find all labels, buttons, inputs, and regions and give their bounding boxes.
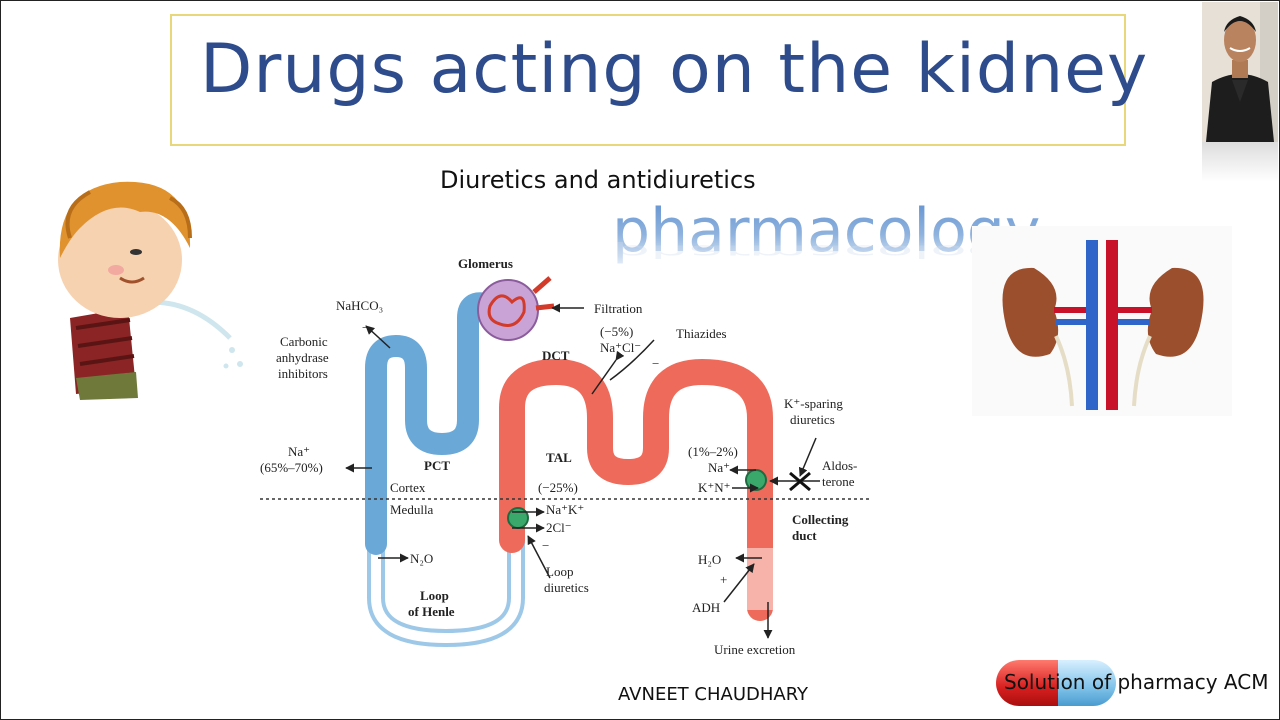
label-k-sparing-2: diuretics — [790, 412, 835, 427]
capsule-blue-half — [1058, 660, 1116, 706]
label-loop-diuretics-2: diuretics — [544, 580, 589, 595]
label-dct-ions: Na⁺Cl⁻ — [600, 340, 641, 355]
label-pct: PCT — [424, 458, 450, 473]
label-loop-diuretics-1: Loop — [546, 564, 573, 579]
label-tal-minus: − — [542, 538, 549, 553]
label-tal-percent: (−25%) — [538, 480, 578, 495]
label-carbonic-1: Carbonic — [280, 334, 328, 349]
subject-wordart: pharmacology — [612, 196, 1041, 266]
tal-transporter — [507, 507, 529, 529]
label-dct-percent: (−5%) — [600, 324, 633, 339]
label-cortex: Cortex — [390, 480, 426, 495]
capsule-logo — [996, 660, 1116, 706]
glomerulus — [477, 279, 539, 341]
author-name: AVNEET CHAUDHARY — [618, 684, 809, 705]
label-aldosterone-1: Aldos- — [822, 458, 857, 473]
label-collecting-2: duct — [792, 528, 817, 543]
label-glomerus: Glomerus — [458, 256, 513, 271]
label-pct-percent: (65%–70%) — [260, 460, 323, 475]
nephron-diagram: Glomerus Filtration NaHCO₃ − Carbonic an… — [250, 248, 880, 668]
brand-name: Solution of pharmacy ACM — [1004, 670, 1269, 694]
label-loop-henle-2: of Henle — [408, 604, 455, 619]
label-tal-ions2: 2Cl⁻ — [546, 520, 572, 535]
label-cd-k: K⁺N⁺ — [698, 480, 731, 495]
label-tal: TAL — [546, 450, 572, 465]
label-cd-na: Na⁺ — [708, 460, 730, 475]
label-carbonic-3: inhibitors — [278, 366, 328, 381]
label-tal-ions1: Na⁺K⁺ — [546, 502, 584, 517]
cartoon-boy-illustration — [50, 168, 260, 428]
label-thiazide-minus: − — [652, 356, 659, 371]
label-collecting-1: Collecting — [792, 512, 849, 527]
label-thiazides: Thiazides — [676, 326, 727, 341]
label-cd-percent: (1%–2%) — [688, 444, 738, 459]
label-k-sparing-1: K⁺-sparing — [784, 396, 843, 411]
label-nahco3: NaHCO₃ — [336, 298, 383, 313]
label-urine: Urine excretion — [714, 642, 796, 657]
label-pct-na: Na⁺ — [288, 444, 310, 459]
slide-title: Drugs acting on the kidney — [200, 30, 1149, 109]
label-n2o: N₂O — [410, 551, 433, 566]
label-nahco3-minus: − — [362, 320, 369, 335]
loop-of-henle-lumen — [371, 533, 521, 644]
label-adh: ADH — [692, 600, 720, 615]
label-carbonic-2: anhydrase — [276, 350, 329, 365]
presenter-photo-reflection — [1202, 142, 1278, 182]
pct-tube — [365, 292, 497, 555]
cd-transporter — [745, 469, 767, 491]
label-loop-henle-1: Loop — [420, 588, 449, 603]
slide-subtitle: Diuretics and antidiuretics — [440, 166, 756, 194]
label-plus: + — [720, 572, 727, 587]
capsule-red-half — [996, 660, 1058, 706]
dct-tube — [499, 358, 773, 621]
label-filtration: Filtration — [594, 301, 643, 316]
label-aldosterone-2: terone — [822, 474, 855, 489]
presenter-photo — [1202, 2, 1278, 142]
label-h2o: H₂O — [698, 552, 721, 567]
label-dct: DCT — [542, 348, 570, 363]
label-medulla: Medulla — [390, 502, 434, 517]
title-box: Drugs acting on the kidney — [170, 14, 1147, 146]
kidney-illustration — [972, 226, 1232, 416]
